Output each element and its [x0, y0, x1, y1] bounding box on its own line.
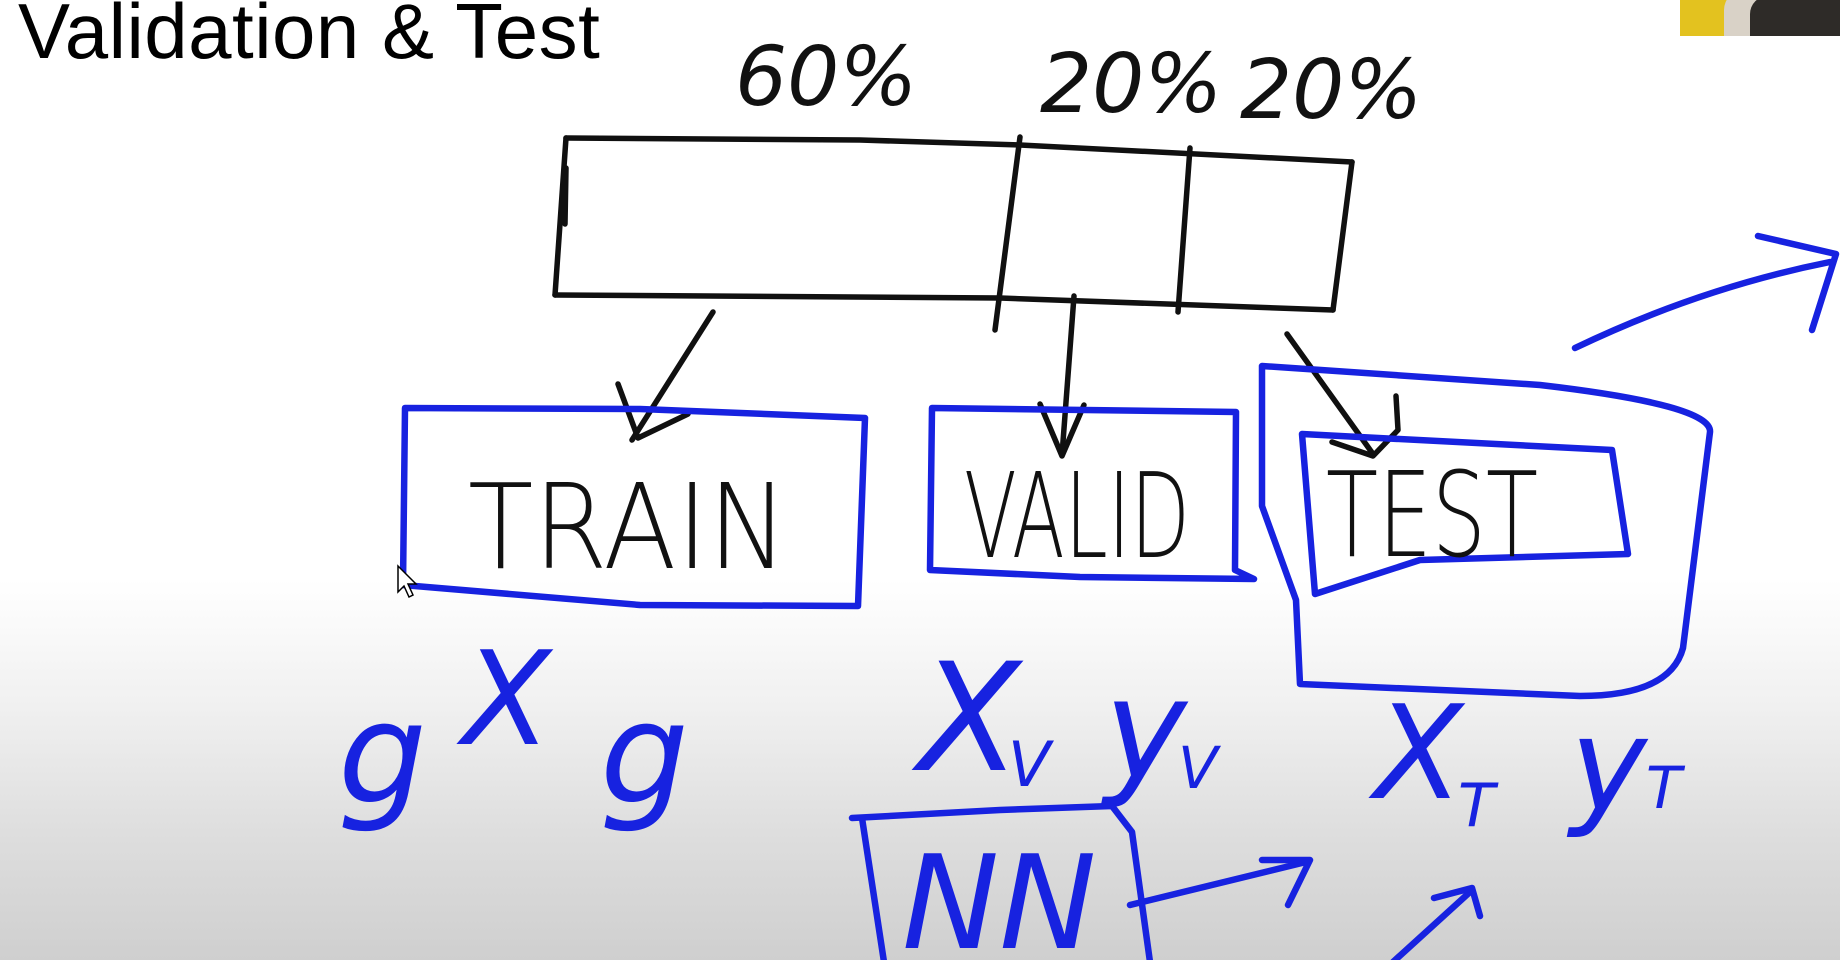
train-x-symbol: X: [456, 623, 554, 775]
train-variables: g X g: [338, 623, 689, 836]
presenter-hair: [1750, 0, 1840, 36]
webcam-thumbnail: [1680, 0, 1840, 36]
test-percent-label: 20%: [1240, 43, 1422, 138]
test-x-subscript: T: [1458, 771, 1499, 841]
valid-y-subscript: V: [1178, 734, 1222, 802]
nn-output-arrow: [1126, 856, 1314, 909]
valid-test-divider: [1175, 145, 1193, 315]
dataset-bar: [552, 134, 1355, 333]
valid-label: VALID: [964, 447, 1190, 585]
test-box: TEST: [1258, 362, 1714, 700]
valid-arrow: [1037, 293, 1087, 459]
valid-box: VALID: [926, 404, 1258, 585]
valid-percent-label: 20%: [1040, 37, 1222, 132]
nn-label: NN: [902, 827, 1097, 960]
right-arrow: [1571, 232, 1840, 352]
lower-arrow: [1390, 884, 1484, 960]
train-y-symbol: g: [600, 673, 689, 836]
valid-x-symbol: X: [911, 632, 1024, 806]
train-label: TRAIN: [468, 458, 788, 596]
test-y-symbol: y: [1566, 689, 1649, 841]
train-g-symbol: g: [338, 673, 427, 836]
mouse-cursor: [397, 564, 418, 599]
train-valid-divider: [992, 134, 1023, 333]
valid-y-symbol: y: [1100, 649, 1189, 812]
valid-variables: X V y V: [911, 632, 1222, 812]
train-percent-label: 60%: [735, 30, 917, 125]
valid-x-subscript: V: [1008, 728, 1055, 801]
slide-title: Validation & Test: [18, 0, 601, 75]
test-variables: X T y T: [1368, 677, 1686, 841]
test-y-subscript: T: [1646, 754, 1686, 822]
test-x-symbol: X: [1368, 677, 1466, 829]
nn-model-box: NN: [848, 802, 1154, 960]
test-label: TEST: [1326, 446, 1538, 584]
train-arrow: [615, 309, 716, 443]
train-box: TRAIN: [399, 404, 869, 610]
